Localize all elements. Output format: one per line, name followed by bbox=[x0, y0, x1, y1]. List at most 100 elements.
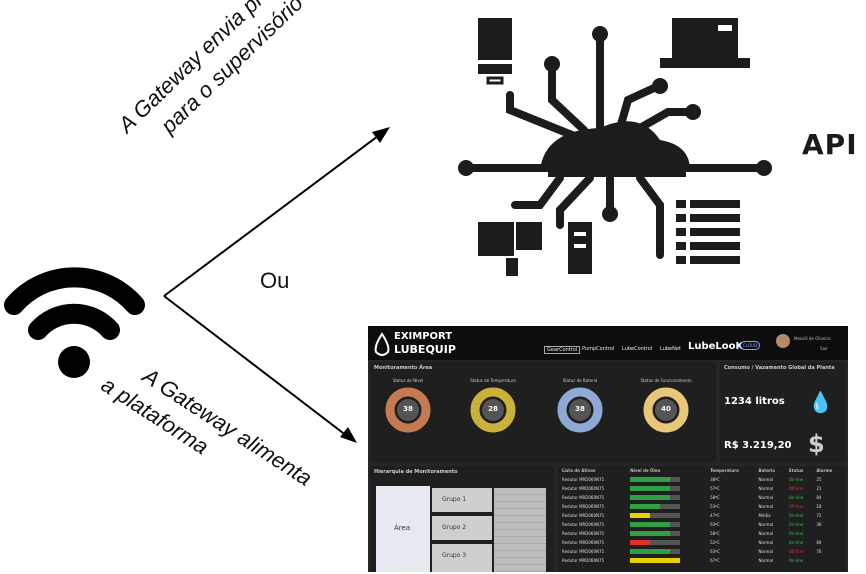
cost-value: R$ 3.219,20 bbox=[724, 440, 792, 451]
temperature-cell: 58ºC bbox=[710, 531, 720, 536]
oil-level-cell bbox=[628, 511, 708, 520]
asset-name-cell: Redutor MRD060N75 bbox=[562, 495, 605, 500]
group-3-label: Grupo 3 bbox=[442, 552, 467, 559]
status-cell: On-line bbox=[788, 558, 804, 563]
oil-level-fill bbox=[630, 558, 681, 563]
battery-cell: Média bbox=[758, 513, 771, 518]
brand-top: EXIMPORT bbox=[394, 331, 453, 342]
battery-cell: Normal bbox=[758, 558, 774, 563]
group-3-node[interactable] bbox=[432, 544, 492, 572]
oil-level-fill bbox=[630, 522, 671, 527]
battery-cell: Normal bbox=[758, 486, 774, 491]
table-row[interactable]: Redutor MRD060N75 63ºC Normal On-line 36 bbox=[560, 520, 844, 529]
asset-name-cell: Redutor MRD060N75 bbox=[562, 549, 605, 554]
alarm-cell: 72 bbox=[816, 513, 822, 518]
status-cell: On-line bbox=[788, 522, 804, 527]
temperature-cell: 63ºC bbox=[710, 522, 720, 527]
temperature-cell: 58ºC bbox=[710, 495, 720, 500]
gauge-value: 38 bbox=[575, 405, 585, 413]
table-row[interactable]: Redutor MRD060N75 58ºC Normal On-line bbox=[560, 529, 844, 538]
api-network-icon bbox=[458, 18, 772, 276]
avatar bbox=[776, 334, 790, 348]
oil-level-bar bbox=[630, 495, 681, 500]
area-panel-title: Monitoramento Área bbox=[374, 365, 433, 371]
group-1-node[interactable] bbox=[432, 488, 492, 512]
oil-level-fill bbox=[630, 531, 671, 536]
cloud-badge: CLOUD bbox=[740, 341, 761, 350]
alarm-header-cell: Status bbox=[788, 468, 804, 473]
or-label: Ou bbox=[260, 268, 290, 293]
alarms-panel bbox=[558, 466, 846, 572]
asset-name-cell: Redutor MRD060N75 bbox=[562, 504, 605, 509]
gauge-ring bbox=[470, 387, 516, 433]
table-row[interactable]: Redutor MRD060N75 52ºC Normal On-line 69 bbox=[560, 538, 844, 547]
group-2-node[interactable] bbox=[432, 516, 492, 540]
nav-lubecontrol[interactable]: LubeControl bbox=[622, 346, 653, 352]
dollar-icon: $ bbox=[808, 430, 825, 458]
alarm-cell: 36 bbox=[816, 522, 822, 527]
asset-name-cell: Redutor MRD060N75 bbox=[562, 558, 605, 563]
gauge-ring bbox=[643, 387, 689, 433]
asset-name-cell: Redutor MRD060N75 bbox=[562, 513, 605, 518]
temperature-cell: 52ºC bbox=[710, 540, 720, 545]
oil-level-fill bbox=[630, 504, 661, 509]
status-cell: Off-line bbox=[788, 486, 804, 491]
asset-name-cell: Redutor MRD060N75 bbox=[562, 531, 605, 536]
oil-level-cell bbox=[628, 547, 708, 556]
area-node[interactable] bbox=[376, 486, 430, 572]
alarm-header-cell: Bateria bbox=[758, 468, 775, 473]
alarm-header-cell: Alarme bbox=[816, 468, 833, 473]
alarm-header-cell: Temperatura bbox=[710, 468, 739, 473]
arrow-to-platform bbox=[163, 295, 357, 443]
battery-cell: Normal bbox=[758, 549, 774, 554]
asset-name-cell: Redutor MRD060N75 bbox=[562, 522, 605, 527]
nav-pumpcontrol[interactable]: PumpControl bbox=[582, 346, 615, 352]
user-name: Messiê de Oliveira bbox=[794, 336, 831, 341]
eximport-logo-icon bbox=[374, 332, 390, 356]
nav-gearcontrol[interactable]: GearControl bbox=[544, 346, 581, 354]
oil-level-bar bbox=[630, 531, 681, 536]
temperature-cell: 57ºC bbox=[710, 486, 720, 491]
asset-name-cell: Redutor MRD060N75 bbox=[562, 540, 605, 545]
oil-level-bar bbox=[630, 540, 681, 545]
alarm-cell: 69 bbox=[816, 540, 822, 545]
status-cell: On-line bbox=[788, 513, 804, 518]
alarm-cell: 25 bbox=[816, 477, 822, 482]
oil-level-bar bbox=[630, 522, 681, 527]
battery-cell: Normal bbox=[758, 531, 774, 536]
oil-level-cell bbox=[628, 475, 708, 484]
consumption-value: 1234 litros bbox=[724, 396, 785, 407]
drop-icon: 💧 bbox=[808, 390, 833, 414]
status-cell: On-line bbox=[788, 540, 804, 545]
alarm-cell: 18 bbox=[816, 504, 822, 509]
status-cell: Off-line bbox=[788, 549, 804, 554]
battery-cell: Normal bbox=[758, 540, 774, 545]
arrow-to-api bbox=[163, 127, 390, 297]
status-cell: On-line bbox=[788, 531, 804, 536]
oil-level-cell bbox=[628, 502, 708, 511]
dashboard-header bbox=[368, 326, 848, 360]
battery-cell: Normal bbox=[758, 522, 774, 527]
oil-level-bar bbox=[630, 513, 681, 518]
oil-level-bar bbox=[630, 477, 681, 482]
gauge-value: 40 bbox=[661, 405, 671, 413]
oil-level-cell bbox=[628, 529, 708, 538]
nav-lubenet[interactable]: LubeNet bbox=[660, 346, 681, 352]
oil-level-fill bbox=[630, 486, 671, 491]
oil-level-fill bbox=[630, 540, 651, 545]
gauge-title: Status de Funcionamento bbox=[640, 378, 692, 383]
temperature-cell: 38ºC bbox=[710, 477, 720, 482]
oil-level-bar bbox=[630, 558, 681, 563]
group-2-label: Grupo 2 bbox=[442, 524, 467, 531]
product-name: LubeLooK bbox=[688, 341, 744, 352]
exit-link[interactable]: Sair bbox=[820, 346, 828, 351]
